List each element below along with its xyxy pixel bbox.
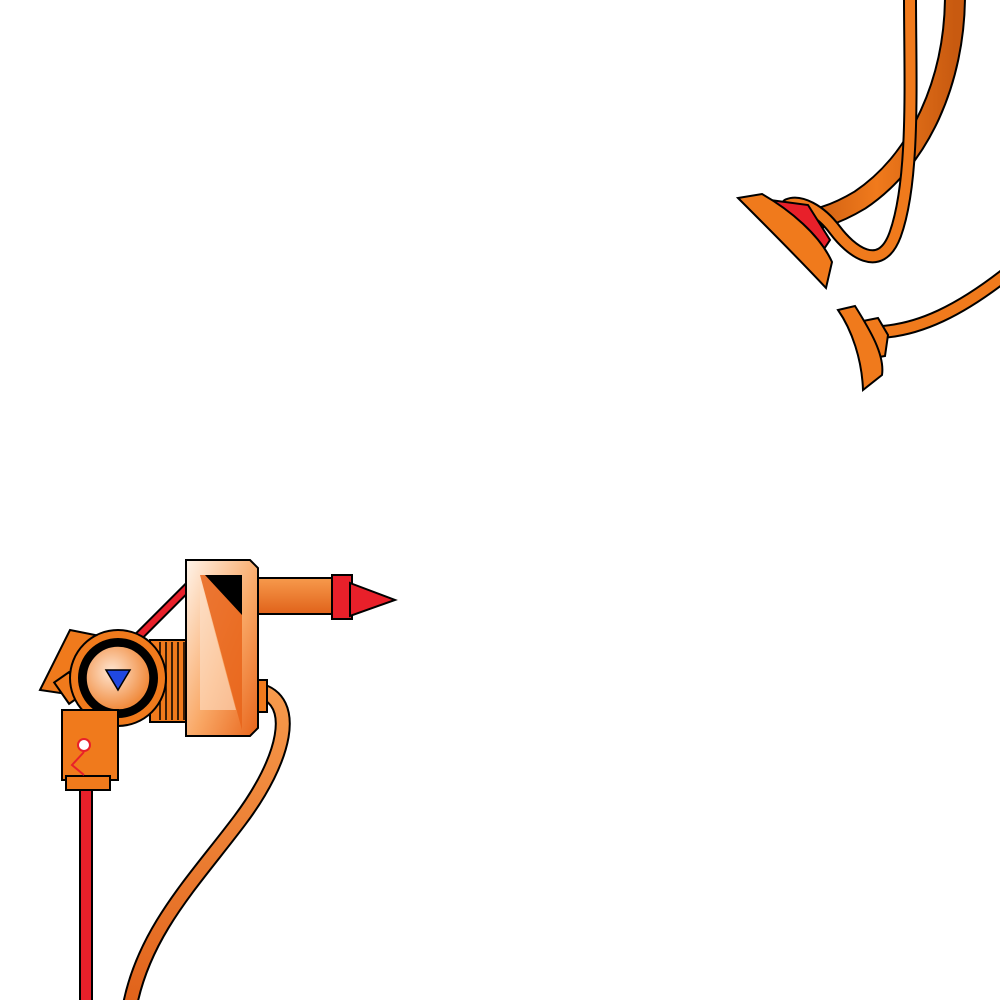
torch-body [185,559,259,737]
nozzle-lower [836,304,890,393]
valve-knob[interactable] [69,629,167,727]
hanging-nozzles [735,0,1000,393]
right-hose [873,270,1000,339]
torch-nozzle [249,574,398,620]
nozzle-upper [735,192,834,291]
lower-connector [61,709,119,791]
triangle-down-icon [104,669,132,692]
red-wire [79,784,93,1000]
soldering-torch [38,559,398,1000]
